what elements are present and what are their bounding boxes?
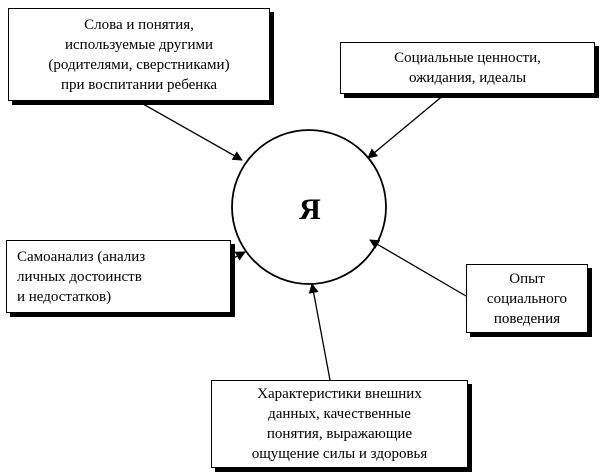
box-text-line: Характеристики внешних — [257, 386, 422, 402]
source-box-physical-traits: Характеристики внешних данных, качествен… — [211, 380, 468, 468]
box-text-line: личных достоинств — [17, 268, 142, 285]
box-text-line: ожидания, идеалы — [408, 70, 527, 86]
box-text-line: социального — [486, 290, 568, 307]
self-label: Я — [299, 193, 321, 226]
arrow-values-to-self — [367, 93, 446, 159]
box-text-line: ощущение силы и здоровья — [251, 446, 428, 462]
source-box-social-experience: Опыт социального поведения — [466, 264, 588, 333]
source-box-self-analysis: Самоанализ (анализ личных достоинств и н… — [6, 240, 231, 313]
box-text-line: поведения — [493, 310, 561, 327]
box-text-line: при воспитании ребенка — [60, 76, 218, 93]
box-text-line: и недостатков) — [17, 288, 112, 305]
box-text-line: Опыт — [509, 270, 545, 287]
box-text-line: Самоанализ (анализ — [17, 248, 146, 265]
arrow-words-to-self — [135, 99, 243, 161]
box-text-line: используемые другими — [64, 36, 214, 53]
box-text-line: понятия, выражающие — [266, 426, 413, 442]
box-text-line: данных, качественные — [268, 406, 411, 422]
arrow-experience-to-self — [369, 239, 467, 297]
box-text-line: Социальные ценности, — [394, 50, 541, 66]
box-text-line: (родителями, сверстниками) — [48, 56, 230, 73]
source-box-words-and-concepts: Слова и понятия, используемые другими (р… — [8, 8, 270, 101]
box-text-line: Слова и понятия, — [84, 16, 194, 33]
source-box-social-values: Социальные ценности, ожидания, идеалы — [340, 42, 595, 94]
arrow-traits-to-self — [308, 283, 331, 381]
